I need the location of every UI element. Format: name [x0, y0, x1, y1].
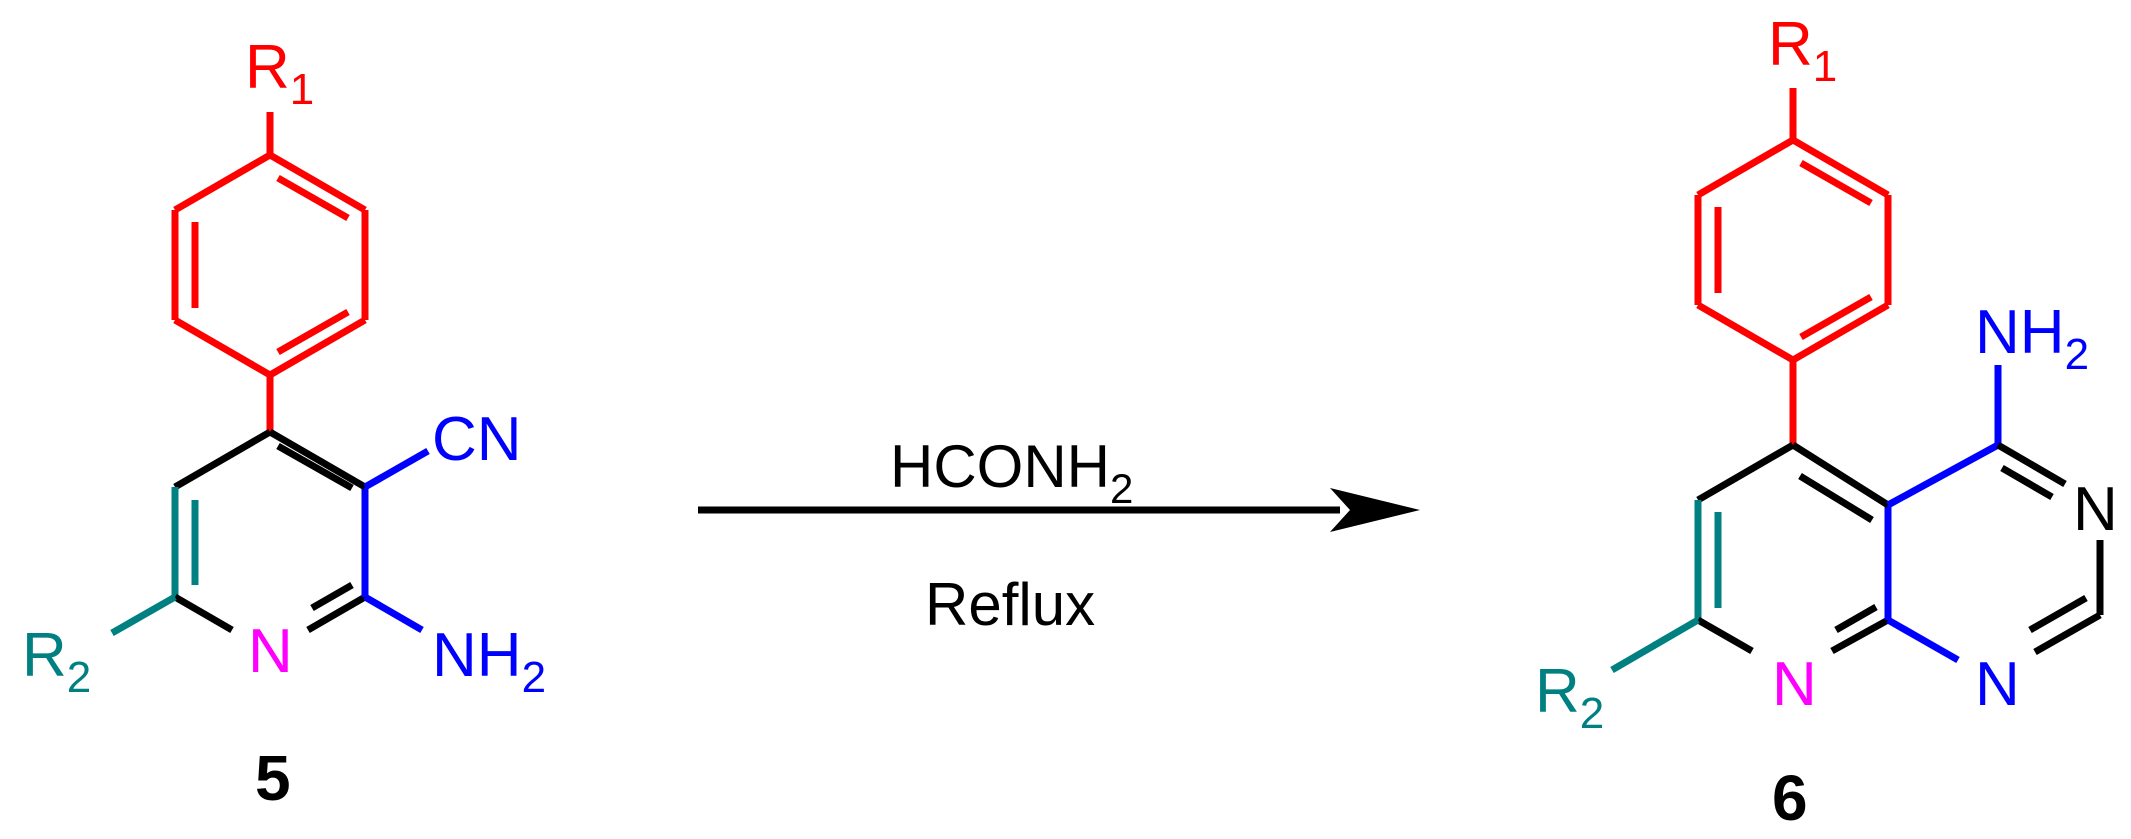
reactant-structure: R1	[22, 33, 546, 814]
product-ring-n-bottom-label: N	[1975, 650, 2020, 719]
reaction-arrow	[698, 488, 1420, 532]
reactant-ring-n-label: N	[248, 617, 293, 686]
product-r2-label: R2	[1535, 657, 1604, 738]
product-structure: R1	[1535, 10, 2118, 834]
reactant-compound-number: 5	[255, 742, 291, 814]
reactant-pyridine-ring	[110, 428, 430, 637]
product-pyridine-ring	[1610, 441, 1892, 674]
product-pyrimidine-ring	[1886, 365, 2104, 664]
reactant-nh2-label: NH2	[432, 621, 546, 702]
reagent-above-label: HCONH2	[890, 433, 1133, 512]
product-r1-label: R1	[1768, 10, 1837, 91]
reactant-cn-label: CN	[432, 405, 522, 474]
product-aryl-ring	[1694, 88, 1892, 445]
product-compound-number: 6	[1772, 762, 1808, 834]
reactant-r1-label: R1	[245, 33, 314, 114]
product-ring-n-pyridine-label: N	[1772, 650, 1817, 719]
product-nh2-label: NH2	[1975, 298, 2089, 379]
reactant-aryl-ring	[171, 112, 369, 432]
product-ring-n-top-label: N	[2073, 475, 2118, 544]
reactant-r2-label: R2	[22, 621, 91, 702]
reagent-below-label: Reflux	[925, 571, 1095, 638]
